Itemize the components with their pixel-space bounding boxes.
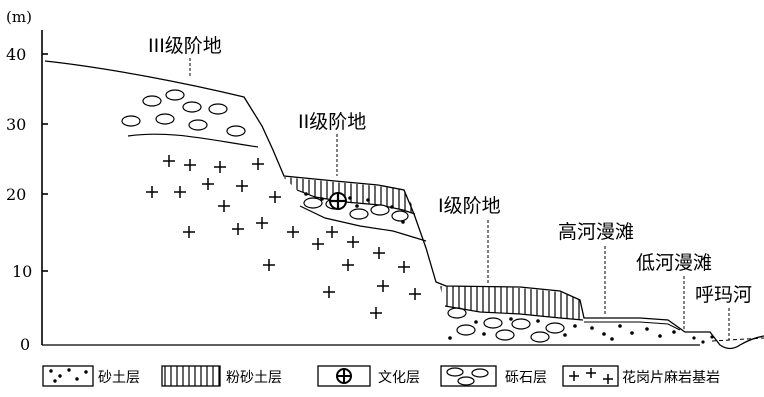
sand-layer-high-floodplain [584, 321, 681, 331]
tick-20: 20 [6, 185, 26, 204]
gravel-layer-terrace3-base [127, 133, 259, 148]
label-river: 呼玛河 [695, 284, 752, 306]
gravel-layer-terrace2-base [299, 205, 427, 242]
legend-item-silty-sand: 粉砂土层 [161, 365, 282, 387]
terrain-profile [44, 60, 764, 350]
legend-item-gravel: 砾石层 [440, 365, 547, 387]
legend-label-gravel: 砾石层 [505, 370, 547, 386]
tick-30: 30 [6, 115, 26, 134]
terrace-labels: III级阶地 II级阶地 I级阶地 高河漫滩 低河漫滩 呼玛河 [148, 35, 752, 340]
bedrock-crosses [146, 155, 421, 319]
river-water [711, 337, 764, 342]
tick-10: 10 [12, 262, 32, 281]
y-axis: (m) 40 30 20 10 0 [6, 8, 48, 354]
tick-0: 0 [20, 335, 30, 354]
sand-dots-terrace2 [304, 192, 405, 224]
sand-dots-high-floodplain [590, 324, 676, 341]
sand-dots-terrace1 [448, 317, 577, 340]
label-terrace3: III级阶地 [148, 35, 222, 57]
legend-label-granite-gneiss: 花岗片麻岩基岩 [622, 369, 720, 386]
legend-item-sand: 砂土层 [42, 365, 140, 387]
legend-label-silty-sand: 粉砂土层 [226, 370, 282, 386]
label-low-floodplain: 低河漫滩 [636, 252, 712, 274]
silt-layer-terrace1-base [444, 305, 584, 321]
legend-item-cultural: 文化层 [317, 365, 420, 387]
tick-40: 40 [6, 45, 26, 64]
silt-layer-terrace1 [440, 286, 583, 320]
label-terrace2: II级阶地 [298, 111, 366, 133]
gravel-terrace1 [447, 307, 565, 343]
legend-label-cultural: 文化层 [378, 370, 420, 386]
label-terrace1: I级阶地 [438, 195, 501, 217]
legend-label-sand: 砂土层 [98, 370, 140, 386]
gravel-terrace3 [121, 89, 246, 137]
cultural-layer-marker [329, 192, 347, 210]
legend-item-granite-gneiss: 花岗片麻岩基岩 [562, 365, 720, 387]
sand-dots-low-floodplain [692, 335, 714, 344]
label-high-floodplain: 高河漫滩 [558, 221, 634, 243]
silt-layer-terrace2-base [296, 189, 416, 215]
legend: 砂土层 粉砂土层 文化层 砾石层 花岗片麻 [42, 365, 720, 387]
axis-unit: (m) [6, 8, 32, 26]
